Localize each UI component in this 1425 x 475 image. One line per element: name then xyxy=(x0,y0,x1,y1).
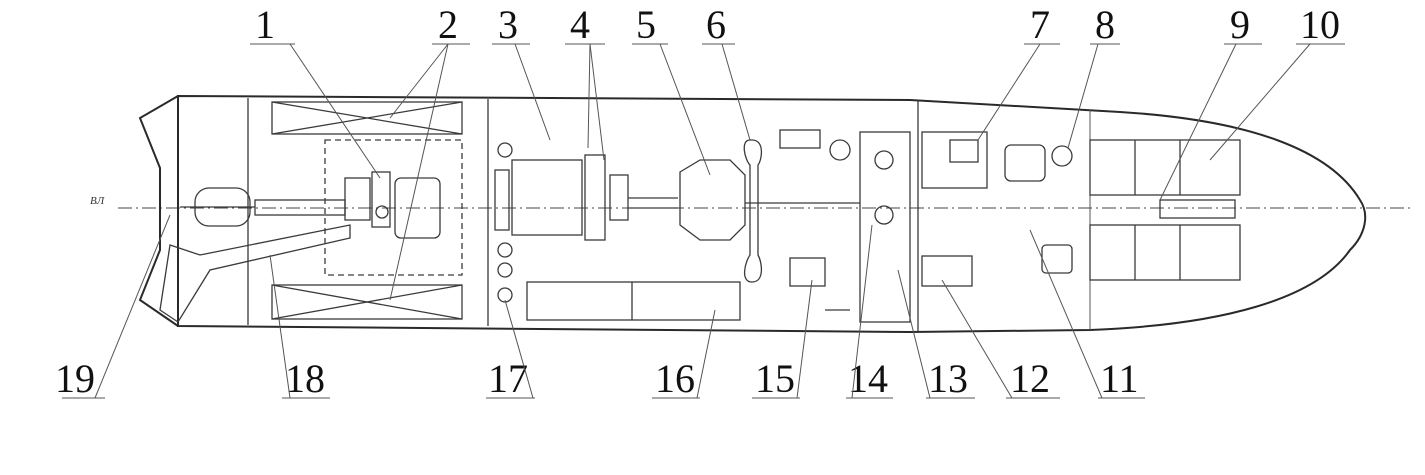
callout-5: 5 xyxy=(636,2,656,47)
callout-9: 9 xyxy=(1230,2,1250,47)
callout-4: 4 xyxy=(570,2,590,47)
callout-11: 11 xyxy=(1100,356,1139,401)
callout-16: 16 xyxy=(655,356,695,401)
callout-12: 12 xyxy=(1010,356,1050,401)
top-callout-numbers: 1 2 3 4 5 6 7 8 9 10 xyxy=(255,2,1340,47)
callout-1: 1 xyxy=(255,2,275,47)
callout-18: 18 xyxy=(285,356,325,401)
bottom-callout-numbers: 19 18 17 16 15 14 13 12 11 xyxy=(55,356,1139,401)
engine-room-machinery xyxy=(159,139,463,323)
centerline-label: ВЛ xyxy=(90,195,105,207)
callout-17: 17 xyxy=(488,356,528,401)
top-leader-lines xyxy=(250,43,1345,301)
main-engine-compartment xyxy=(494,129,860,321)
callout-6: 6 xyxy=(706,2,726,47)
callout-8: 8 xyxy=(1095,2,1115,47)
cabin-area xyxy=(921,131,1241,287)
callout-2: 2 xyxy=(438,2,458,47)
callout-3: 3 xyxy=(498,2,518,47)
callout-13: 13 xyxy=(928,356,968,401)
callout-10: 10 xyxy=(1300,2,1340,47)
callout-19: 19 xyxy=(55,356,95,401)
tank-and-seats-area xyxy=(789,131,911,323)
hull-outline xyxy=(138,94,1367,334)
callout-7: 7 xyxy=(1030,2,1050,47)
ballast-blocks xyxy=(271,101,463,320)
callout-15: 15 xyxy=(755,356,795,401)
bottom-leader-lines xyxy=(62,214,1145,399)
